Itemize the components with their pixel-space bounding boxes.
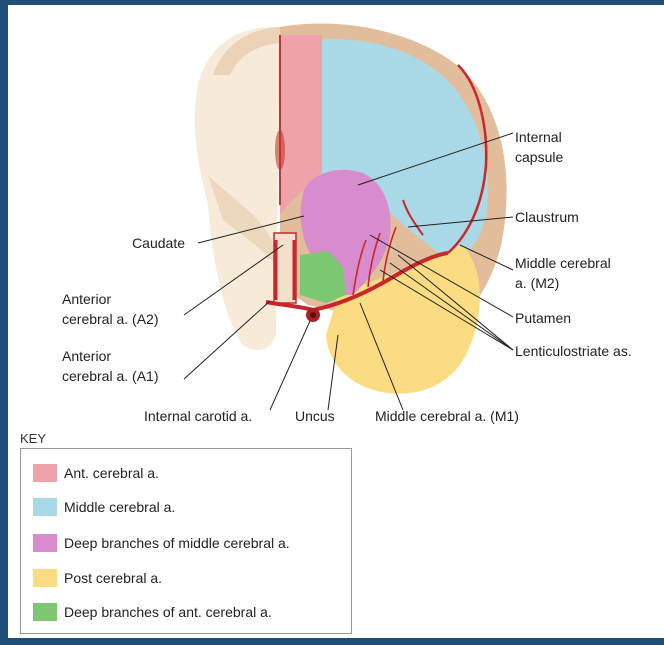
label-anterior-a1-2: cerebral a. (A1)	[62, 367, 158, 385]
label-claustrum: Claustrum	[515, 208, 579, 226]
key-swatch	[33, 464, 57, 482]
key-item-post-cerebral: Post cerebral a.	[33, 568, 162, 588]
key-legend: Ant. cerebral a. Middle cerebral a. Deep…	[20, 448, 352, 634]
label-internal-carotid: Internal carotid a.	[144, 407, 252, 425]
key-label: Ant. cerebral a.	[64, 465, 159, 481]
key-label: Middle cerebral a.	[64, 499, 175, 515]
label-putamen: Putamen	[515, 309, 571, 327]
key-swatch	[33, 534, 57, 552]
key-swatch	[33, 603, 57, 621]
label-uncus: Uncus	[295, 407, 335, 425]
lateral-ventricle	[275, 130, 285, 170]
figure-panel: Internal capsule Claustrum Caudate Middl…	[8, 5, 664, 638]
key-item-deep-middle-cerebral: Deep branches of middle cerebral a.	[33, 533, 290, 553]
key-swatch	[33, 498, 57, 516]
key-label: Post cerebral a.	[64, 570, 162, 586]
key-label: Deep branches of middle cerebral a.	[64, 535, 290, 551]
label-anterior-a1-1: Anterior	[62, 347, 111, 365]
key-swatch	[33, 569, 57, 587]
label-middle-cerebral-m1: Middle cerebral a. (M1)	[375, 407, 519, 425]
label-anterior-a2-2: cerebral a. (A2)	[62, 310, 158, 328]
label-anterior-a2-1: Anterior	[62, 290, 111, 308]
label-middle-cerebral-m2-1: Middle cerebral	[515, 254, 611, 272]
label-internal-capsule-1: Internal	[515, 128, 562, 146]
label-lenticulostriate: Lenticulostriate as.	[515, 342, 632, 360]
key-label: Deep branches of ant. cerebral a.	[64, 604, 272, 620]
label-middle-cerebral-m2-2: a. (M2)	[515, 274, 559, 292]
key-title: KEY	[20, 431, 46, 446]
key-item-deep-ant-cerebral: Deep branches of ant. cerebral a.	[33, 602, 272, 622]
key-item-ant-cerebral: Ant. cerebral a.	[33, 463, 159, 483]
label-caudate: Caudate	[132, 234, 185, 252]
key-item-middle-cerebral: Middle cerebral a.	[33, 497, 175, 517]
label-internal-capsule-2: capsule	[515, 148, 563, 166]
